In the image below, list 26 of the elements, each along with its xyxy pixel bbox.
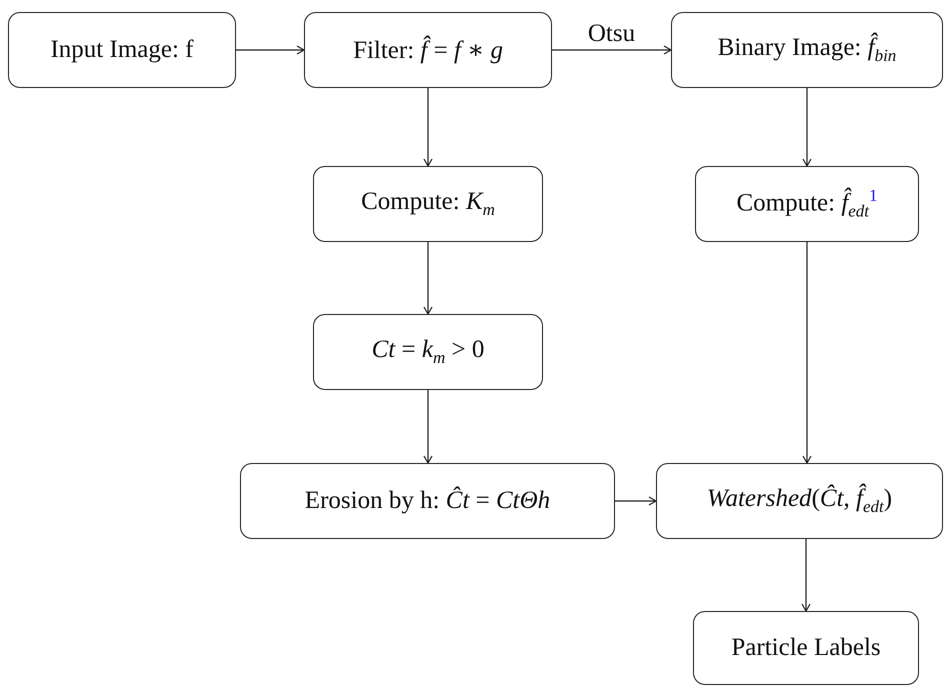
process-box <box>313 314 543 390</box>
arrow <box>423 242 433 315</box>
box-text: Input Image: f <box>50 36 194 64</box>
process-box <box>656 463 943 539</box>
box-text: Erosion by h: Ĉt = CtΘh <box>304 487 550 515</box>
process-box <box>695 166 919 242</box>
box-text: Particle Labels <box>731 634 881 662</box>
arrow <box>802 88 812 167</box>
process-box <box>8 12 236 88</box>
arrow <box>801 539 811 612</box>
process-box <box>693 611 919 685</box>
process-box <box>304 12 552 88</box>
box-text: Ct = k$_{m}$ > 0 <box>372 336 484 368</box>
arrow <box>423 88 433 167</box>
arrow <box>615 496 657 506</box>
arrow <box>423 390 433 464</box>
box-text: Binary Image: f̂$_{bin}$ <box>718 34 896 66</box>
process-box <box>240 463 615 539</box>
box-text: Watershed(Ĉt, f̂$_{edt}$) <box>706 485 892 517</box>
box-text: Compute: K$_{m}$ <box>361 188 495 220</box>
arrow <box>236 45 305 55</box>
box-text: Filter: f̂ = f ∗ g <box>353 35 503 65</box>
arrow <box>552 45 672 55</box>
process-box <box>313 166 543 242</box>
process-box <box>671 12 943 88</box>
arrow <box>802 242 812 464</box>
